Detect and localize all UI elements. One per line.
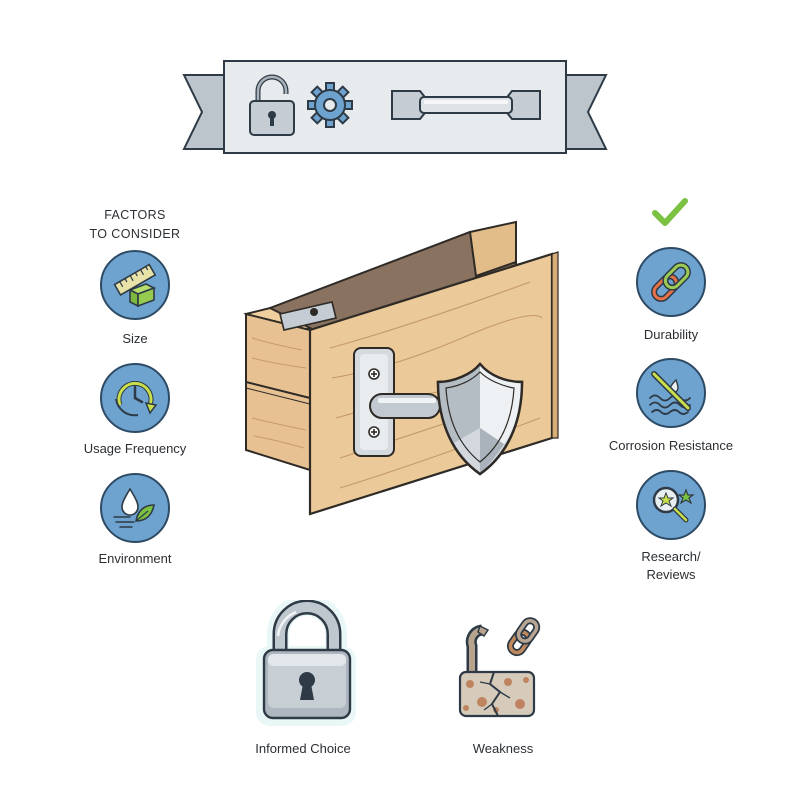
top-banner — [180, 55, 610, 155]
gear-icon — [307, 82, 353, 128]
bar-handle-icon — [391, 90, 541, 120]
durability-label: Durability — [643, 327, 699, 342]
rusted-broken-padlock-illustration — [450, 612, 560, 722]
factors-heading: FACTORS TO CONSIDER — [60, 206, 210, 244]
environment-circle — [100, 473, 170, 543]
usage-frequency-label: Usage Frequency — [83, 441, 187, 456]
research-reviews-line1: Research/ — [641, 549, 701, 564]
polished-padlock-illustration — [252, 600, 362, 730]
magnifier-star-icon — [652, 486, 695, 523]
size-label: Size — [122, 331, 148, 346]
usage-frequency-circle — [100, 363, 170, 433]
check-mark-icon — [650, 196, 690, 230]
chain-link-icon — [651, 262, 691, 302]
ruler-box-icon — [113, 263, 157, 308]
heading-line2: TO CONSIDER — [89, 227, 181, 241]
corrosion-resistance-circle — [636, 358, 706, 428]
drawer-latch-illustration — [240, 218, 560, 518]
no-water-icon — [649, 371, 691, 415]
size-circle — [100, 250, 170, 320]
padlock-icon — [249, 74, 295, 136]
corrosion-resistance-label: Corrosion Resistance — [608, 438, 734, 453]
environment-label: Environment — [98, 551, 172, 566]
research-reviews-circle — [636, 470, 706, 540]
research-reviews-line2: Reviews — [646, 567, 696, 582]
cycle-clock-icon — [115, 381, 158, 417]
research-reviews-label: Research/ Reviews — [596, 548, 746, 584]
weakness-label: Weakness — [472, 741, 534, 756]
informed-choice-label: Informed Choice — [255, 741, 351, 756]
heading-line1: FACTORS — [104, 208, 166, 222]
durability-circle — [636, 247, 706, 317]
water-leaf-icon — [113, 487, 155, 528]
